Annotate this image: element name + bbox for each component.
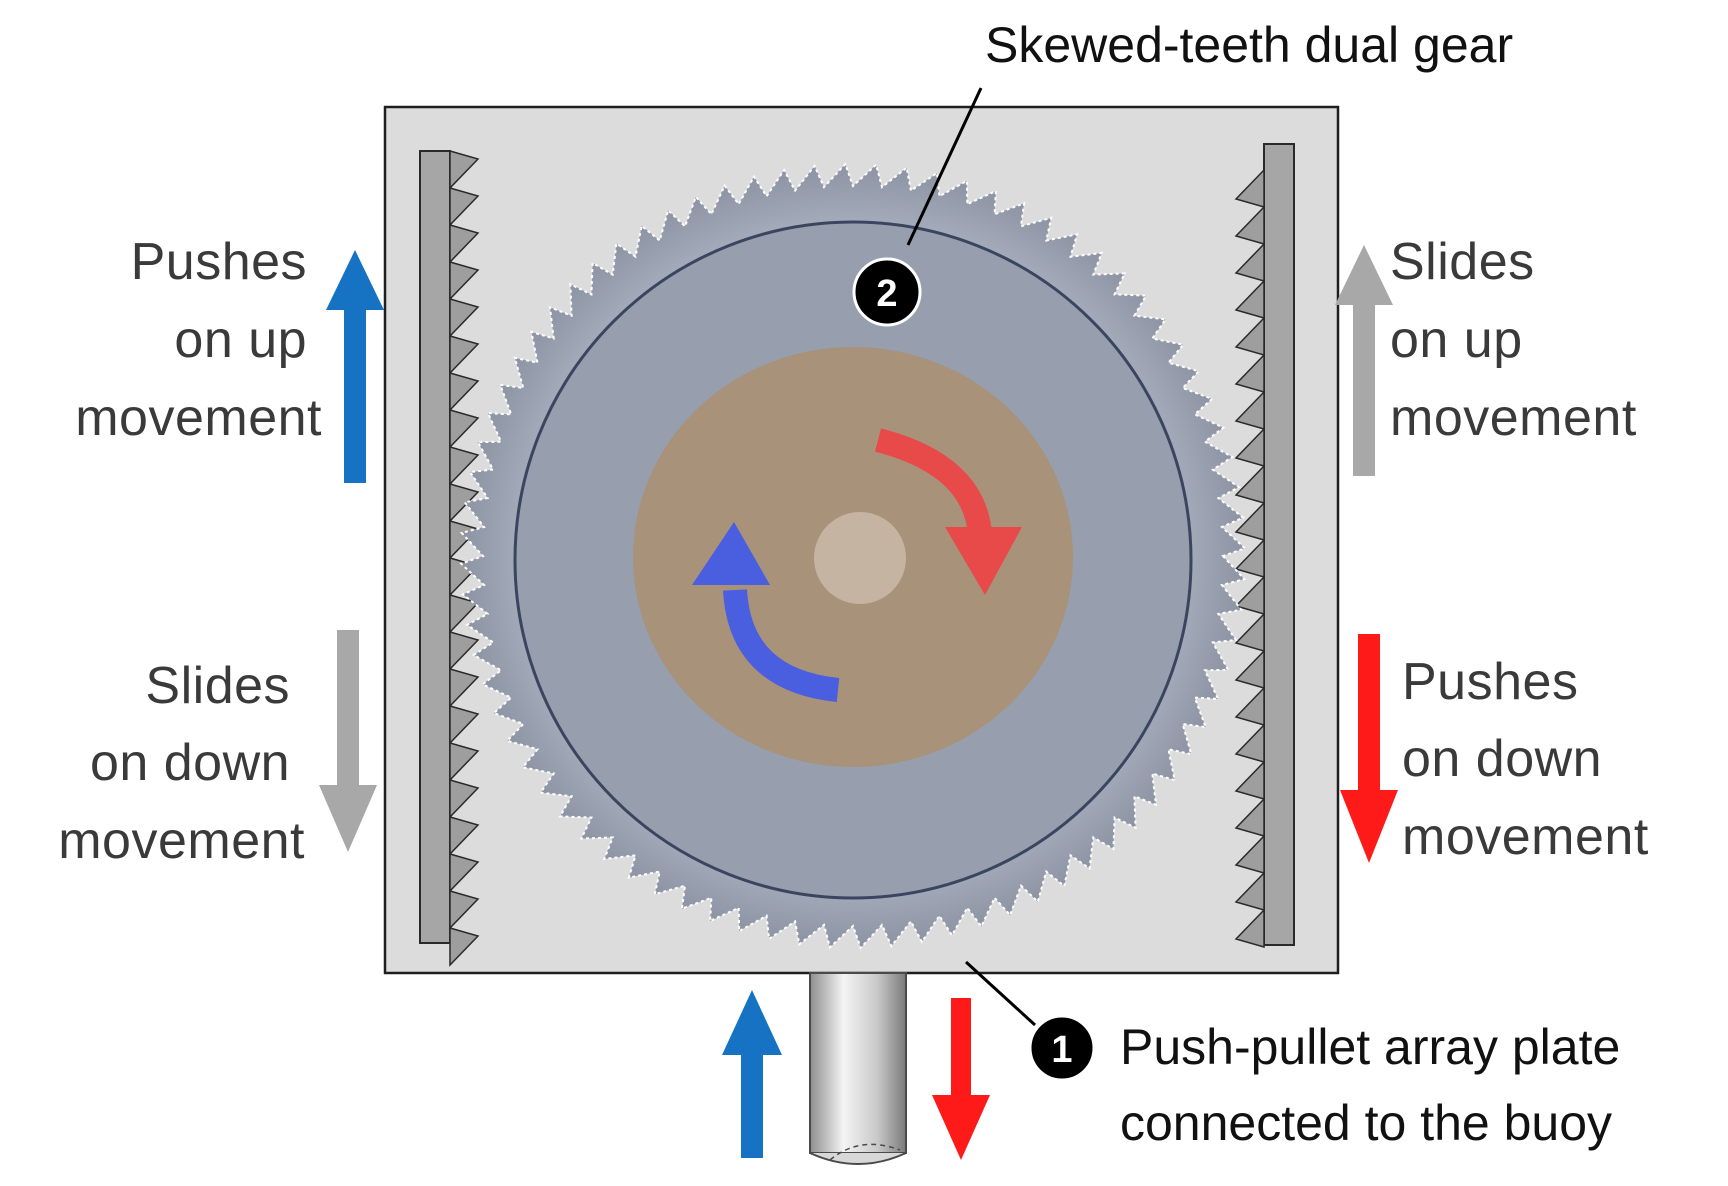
gear-callout-badge: 2	[852, 257, 922, 327]
slide-down-arrow-left	[319, 630, 377, 852]
right-top-line-2: on up	[1390, 311, 1523, 369]
rotation-ccw-arrow	[723, 589, 840, 702]
plate-callout-badge: 1	[1028, 1014, 1096, 1082]
gear-icon	[459, 162, 1247, 950]
slide-up-arrow-right	[1335, 245, 1393, 476]
right-bottom-line-1: Pushes	[1402, 653, 1578, 711]
left-bottom-line-2: on down	[90, 734, 290, 792]
left-pawl-rack	[419, 150, 480, 967]
right-rack-teeth	[1234, 168, 1265, 948]
right-top-line-1: Slides	[1390, 233, 1535, 291]
plate-callout-number: 1	[1051, 1029, 1072, 1071]
plate-callout-line-2: connected to the buoy	[1120, 1095, 1612, 1151]
buoy-up-arrow	[722, 990, 782, 1158]
right-top-label: Slides on up movement	[1390, 233, 1637, 447]
plate-callout-text: Push-pullet array plate connected to the…	[1120, 1019, 1634, 1151]
left-top-line-1: Pushes	[131, 233, 307, 291]
right-bottom-line-3: movement	[1402, 808, 1649, 866]
gear-callout-number: 2	[876, 273, 897, 315]
left-top-line-3: movement	[75, 389, 322, 447]
plate-callout-leader	[964, 960, 1037, 1027]
left-bottom-line-1: Slides	[145, 657, 290, 715]
gear-callout-text: Skewed-teeth dual gear	[985, 17, 1513, 73]
push-down-arrow-right	[1340, 634, 1398, 863]
right-top-line-3: movement	[1390, 389, 1637, 447]
buoy-down-arrow	[932, 998, 990, 1160]
plate-callout-line-1: Push-pullet array plate	[1120, 1019, 1620, 1075]
left-top-line-2: on up	[174, 311, 307, 369]
left-top-label: Pushes on up movement	[75, 233, 322, 447]
gear-callout-leader	[906, 87, 983, 246]
gear-axle	[814, 512, 906, 604]
push-up-arrow-left	[326, 250, 384, 483]
left-rack-teeth	[449, 150, 480, 967]
right-pawl-rack	[1234, 143, 1295, 948]
right-bottom-label: Pushes on down movement	[1402, 653, 1649, 866]
rod-icon	[809, 972, 907, 1165]
left-bottom-label: Slides on down movement	[58, 657, 305, 870]
rotation-cw-arrowhead	[945, 527, 1022, 595]
right-bottom-line-2: on down	[1402, 730, 1602, 788]
rotation-cw-arrow	[874, 428, 992, 537]
rotation-ccw-arrowhead	[692, 522, 770, 585]
left-bottom-line-3: movement	[58, 812, 305, 870]
